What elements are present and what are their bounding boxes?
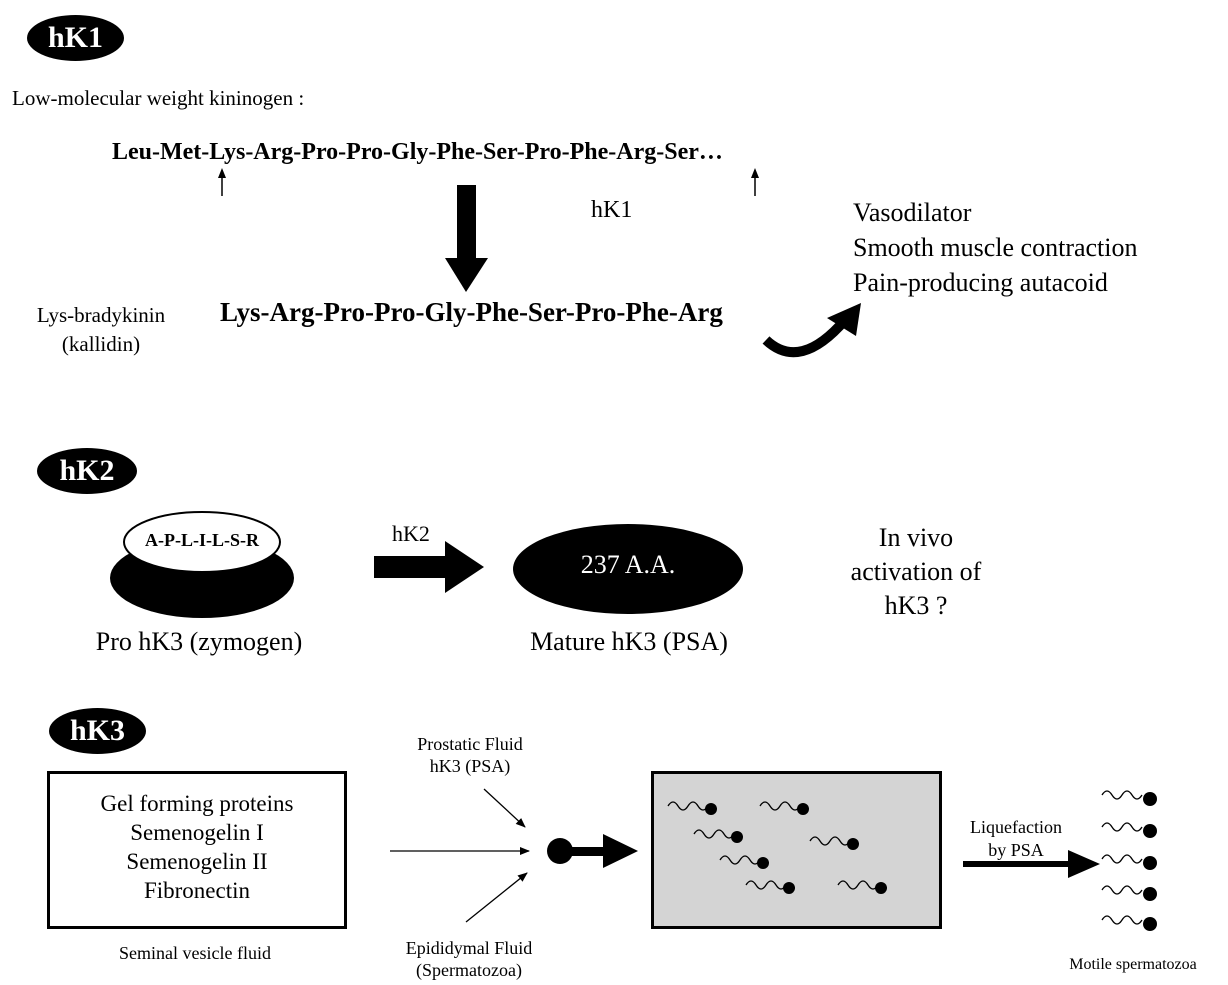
sperm-icon bbox=[809, 836, 859, 850]
gel-proteins-list: Gel forming proteins Semenogelin I Semen… bbox=[50, 789, 344, 905]
coagulum-box bbox=[651, 771, 942, 929]
prostatic-fluid-label: Prostatic Fluid hK3 (PSA) bbox=[380, 733, 560, 777]
hk1-badge: hK1 bbox=[27, 15, 124, 61]
gel-protein-item: Gel forming proteins bbox=[100, 791, 294, 816]
liquefaction-line: by PSA bbox=[988, 840, 1044, 860]
cleavage-site-arrow bbox=[751, 168, 759, 196]
epididymal-line: Epididymal Fluid bbox=[405, 938, 533, 958]
epididymal-fluid-label: Epididymal Fluid (Spermatozoa) bbox=[372, 937, 566, 981]
sperm-icon bbox=[745, 880, 795, 894]
mature-label: Mature hK3 (PSA) bbox=[530, 627, 728, 656]
mature-content-label: 237 A.A. bbox=[580, 550, 676, 579]
gel-protein-item: Fibronectin bbox=[143, 878, 251, 903]
hk2-enzyme-label: hK2 bbox=[392, 521, 430, 546]
kininogen-sequence: Leu-Met-Lys-Arg-Pro-Pro-Gly-Phe-Ser-Pro-… bbox=[112, 139, 723, 165]
product-name-block: Lys-bradykinin (kallidin) bbox=[8, 301, 194, 359]
liquefaction-line: Liquefaction bbox=[970, 817, 1062, 837]
trapped-spermatozoa bbox=[667, 801, 887, 894]
sperm-icon bbox=[719, 855, 769, 869]
propeptide-label: A-P-L-I-L-S-R bbox=[145, 530, 259, 550]
zymogen-shape bbox=[110, 511, 294, 618]
source-label: Seminal vesicle fluid bbox=[119, 943, 271, 963]
effect-item: Vasodilator bbox=[853, 198, 972, 227]
substrate-label: Low-molecular weight kininogen : bbox=[12, 86, 305, 110]
hk2-badge: hK2 bbox=[37, 448, 137, 494]
product-name: Lys-bradykinin bbox=[36, 303, 166, 327]
prostatic-arrow bbox=[483, 788, 526, 828]
curved-effect-arrow bbox=[762, 303, 861, 358]
zymogen-label: Pro hK3 (zymogen) bbox=[95, 627, 303, 656]
activation-question: In vivo activation of hK3 ? bbox=[810, 521, 1022, 623]
prostatic-line: Prostatic Fluid bbox=[417, 734, 523, 754]
effect-item: Smooth muscle contraction bbox=[853, 233, 1138, 262]
liquefaction-arrow bbox=[963, 850, 1100, 878]
hk3-badge-label: hK3 bbox=[69, 714, 126, 747]
effects-list: Vasodilator Smooth muscle contraction Pa… bbox=[853, 195, 1138, 300]
hk1-enzyme-label: hK1 bbox=[591, 197, 633, 223]
epididymal-arrow bbox=[465, 872, 528, 923]
activation-arrow bbox=[374, 541, 484, 593]
question-line: activation of bbox=[850, 557, 982, 586]
gel-protein-item: Semenogelin I bbox=[130, 820, 264, 845]
mature-hk3-shape bbox=[513, 524, 743, 614]
hk1-badge-label: hK1 bbox=[47, 21, 104, 54]
gel-proteins-box: Gel forming proteins Semenogelin I Semen… bbox=[47, 771, 347, 929]
sperm-icon bbox=[1101, 854, 1157, 870]
hk2-badge-label: hK2 bbox=[59, 454, 115, 487]
bradykinin-sequence: Lys-Arg-Pro-Pro-Gly-Phe-Ser-Pro-Phe-Arg bbox=[220, 297, 723, 327]
epididymal-line: (Spermatozoa) bbox=[416, 960, 522, 980]
prostatic-line: hK3 (PSA) bbox=[429, 756, 511, 776]
question-line: hK3 ? bbox=[884, 591, 948, 620]
sperm-icon bbox=[1101, 790, 1157, 806]
mixing-arrow bbox=[547, 834, 638, 868]
sperm-icon bbox=[1101, 915, 1157, 931]
sperm-icon bbox=[667, 801, 717, 815]
motile-spermatozoa bbox=[1101, 790, 1157, 931]
question-line: In vivo bbox=[878, 523, 954, 552]
cleavage-down-arrow bbox=[445, 185, 488, 292]
sperm-icon bbox=[693, 829, 743, 843]
sperm-icon bbox=[837, 880, 887, 894]
sperm-icon bbox=[1101, 885, 1157, 901]
product-alias: (kallidin) bbox=[61, 332, 141, 356]
effect-item: Pain-producing autacoid bbox=[853, 268, 1108, 297]
sperm-icon bbox=[759, 801, 809, 815]
gel-protein-item: Semenogelin II bbox=[126, 849, 268, 874]
liquefaction-label: Liquefaction by PSA bbox=[950, 816, 1082, 862]
cleavage-site-arrow bbox=[218, 168, 226, 196]
hk3-badge: hK3 bbox=[49, 708, 146, 754]
sperm-icon bbox=[1101, 822, 1157, 838]
result-label: Motile spermatozoa bbox=[1069, 956, 1197, 973]
